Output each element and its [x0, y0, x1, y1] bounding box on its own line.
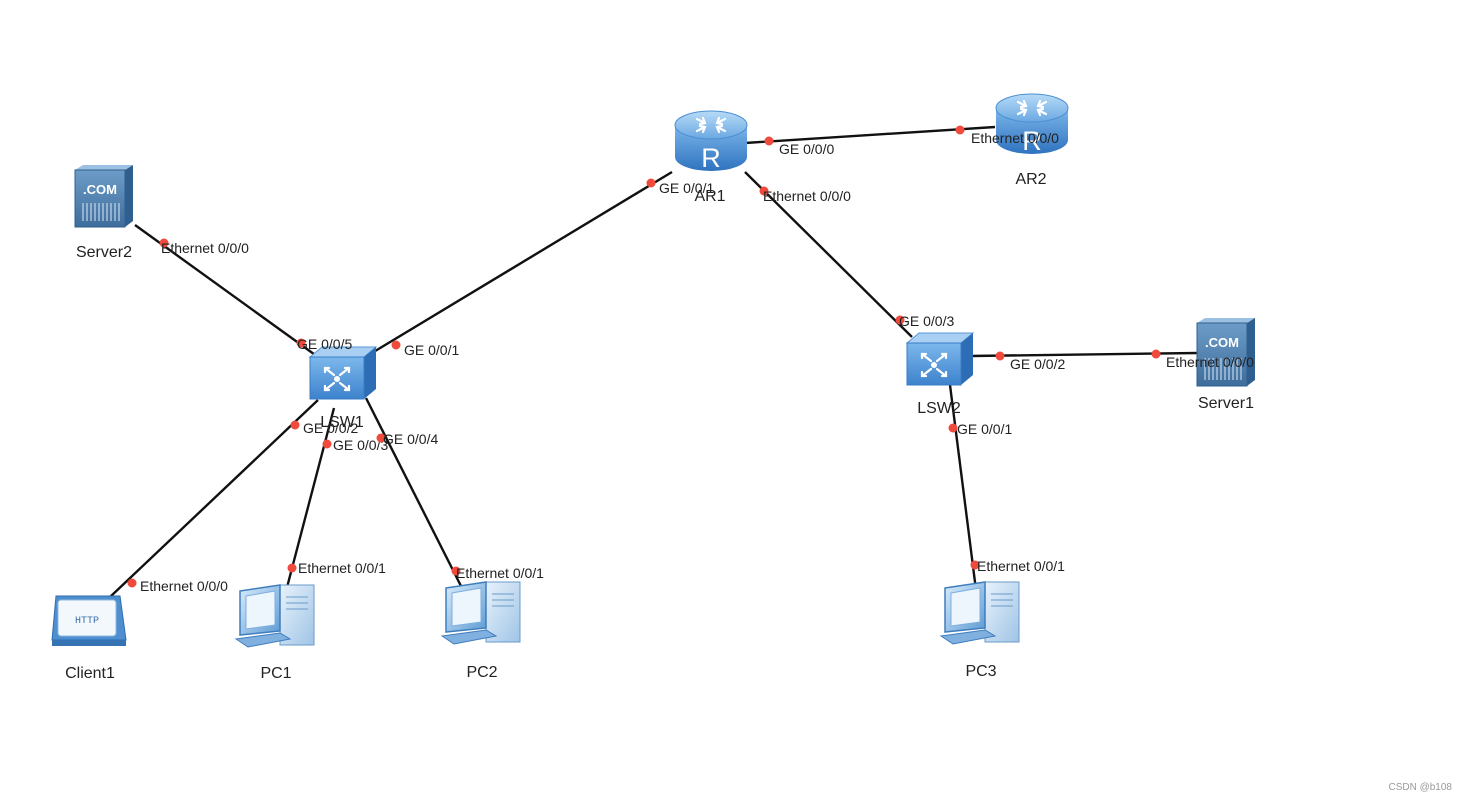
- port-label: Ethernet 0/0/0: [140, 578, 228, 594]
- port-dot[interactable]: [290, 420, 300, 430]
- port-dot[interactable]: [322, 439, 332, 449]
- client-client1[interactable]: HTTP Client1: [51, 595, 127, 682]
- svg-text:HTTP: HTTP: [75, 616, 99, 627]
- switch-icon: [905, 332, 975, 386]
- port-label: Ethernet 0/0/0: [161, 240, 249, 256]
- link-ar1-lsw1[interactable]: [351, 170, 673, 367]
- device-label: Client1: [65, 665, 115, 682]
- router-ar2[interactable]: R AR2: [995, 93, 1069, 188]
- device-label: PC2: [466, 664, 497, 681]
- device-label: Server2: [76, 244, 132, 261]
- ports-layer: GE 0/0/0 Ethernet 0/0/0 GE 0/0/1 GE 0/0/…: [127, 125, 1254, 594]
- port-label: GE 0/0/5: [297, 336, 352, 352]
- port-label: GE 0/0/0: [779, 141, 834, 157]
- link-ar1-lsw2[interactable]: [744, 171, 913, 338]
- router-ar1[interactable]: R AR1: [674, 110, 748, 205]
- router-icon: R: [995, 93, 1069, 156]
- svg-text:R: R: [1022, 126, 1042, 156]
- switch-lsw2[interactable]: LSW2: [905, 332, 975, 417]
- port-label: Ethernet 0/0/1: [298, 560, 386, 576]
- link-lsw1-pc2[interactable]: [364, 397, 466, 593]
- port-dot[interactable]: [296, 338, 306, 348]
- port-label: Ethernet 0/0/1: [977, 558, 1065, 574]
- port-dot[interactable]: [451, 566, 461, 576]
- port-label: GE 0/0/3: [333, 437, 388, 453]
- device-label: LSW1: [320, 414, 364, 431]
- pc-pc3[interactable]: PC3: [939, 581, 1020, 680]
- server-icon: .COM: [1196, 318, 1255, 387]
- device-label: AR2: [1015, 171, 1046, 188]
- link-lsw1-client1[interactable]: [109, 399, 319, 598]
- link-lsw2-pc3[interactable]: [948, 384, 978, 591]
- port-label: GE 0/0/2: [303, 420, 358, 436]
- client-icon: HTTP: [51, 595, 127, 646]
- port-label: Ethernet 0/0/0: [971, 130, 1059, 146]
- port-dot[interactable]: [759, 186, 769, 196]
- svg-text:.COM: .COM: [83, 182, 117, 197]
- port-dot[interactable]: [948, 423, 958, 433]
- pc-icon: [939, 581, 1020, 645]
- switch-lsw1[interactable]: LSW1: [308, 346, 378, 431]
- switch-icon: [308, 346, 378, 400]
- router-icon: R: [674, 110, 748, 173]
- server-server2[interactable]: .COM Server2: [74, 165, 133, 261]
- port-dot[interactable]: [287, 563, 297, 573]
- device-label: PC3: [965, 663, 996, 680]
- port-label: GE 0/0/1: [957, 421, 1012, 437]
- device-label: AR1: [694, 188, 725, 205]
- device-label: Server1: [1198, 395, 1254, 412]
- port-dot[interactable]: [127, 578, 137, 588]
- pc-icon: [440, 581, 521, 645]
- link-ar1-ar2[interactable]: [744, 125, 996, 145]
- port-dot[interactable]: [646, 178, 656, 188]
- server-server1[interactable]: .COM Server1: [1196, 318, 1255, 412]
- port-label: Ethernet 0/0/1: [456, 565, 544, 581]
- pc-pc2[interactable]: PC2: [440, 581, 521, 681]
- pc-icon: [234, 584, 315, 648]
- device-label: LSW2: [917, 400, 961, 417]
- port-dot[interactable]: [391, 340, 401, 350]
- port-dot[interactable]: [159, 238, 169, 248]
- server-icon: .COM: [74, 165, 133, 228]
- svg-text:R: R: [701, 143, 721, 173]
- port-dot[interactable]: [995, 351, 1005, 361]
- port-label: Ethernet 0/0/0: [1166, 354, 1254, 370]
- port-label: GE 0/0/4: [383, 431, 438, 447]
- port-label: GE 0/0/1: [404, 342, 459, 358]
- device-label: PC1: [260, 665, 291, 682]
- port-dot[interactable]: [1151, 349, 1161, 359]
- pc-pc1[interactable]: PC1: [234, 584, 315, 682]
- port-dot[interactable]: [970, 560, 980, 570]
- watermark: CSDN @b108: [1388, 782, 1452, 793]
- port-dot[interactable]: [376, 433, 386, 443]
- port-label: Ethernet 0/0/0: [763, 188, 851, 204]
- port-label: GE 0/0/1: [659, 180, 714, 196]
- port-dot[interactable]: [764, 136, 774, 146]
- port-dot[interactable]: [955, 125, 965, 135]
- port-dot[interactable]: [895, 315, 905, 325]
- port-label: GE 0/0/2: [1010, 356, 1065, 372]
- port-label: GE 0/0/3: [899, 313, 954, 329]
- svg-text:.COM: .COM: [1205, 335, 1239, 350]
